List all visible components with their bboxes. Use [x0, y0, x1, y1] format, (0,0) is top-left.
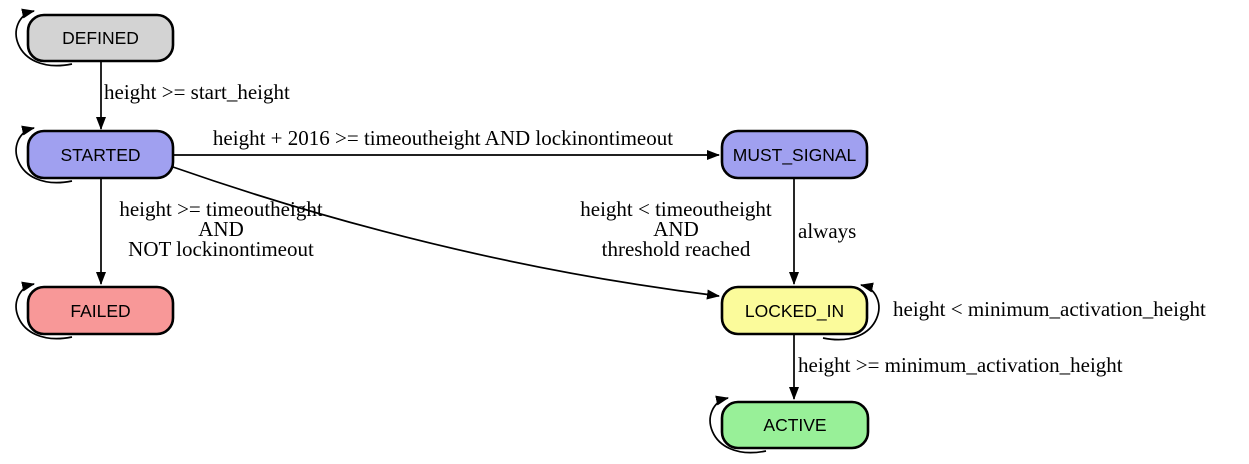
edge-label-started-to-failed-line1: height >= timeoutheight [119, 197, 322, 221]
self-loops [15, 8, 880, 454]
state-node-failed: FAILED [26, 285, 175, 336]
state-node-defined: DEFINED [26, 13, 175, 63]
state-node-active: ACTIVE [720, 400, 870, 450]
self-loop-started [15, 125, 73, 184]
state-must-signal-box [720, 129, 869, 180]
edge-label-started-to-must-signal: height + 2016 >= timeoutheight AND locki… [213, 126, 673, 150]
state-node-started: STARTED [26, 129, 175, 180]
self-loop-failed [15, 281, 73, 340]
state-active-box [720, 400, 870, 450]
state-failed-label: FAILED [70, 301, 130, 321]
edge-label-started-to-failed-line2: AND [198, 217, 244, 241]
state-locked-in-label: LOCKED_IN [745, 301, 844, 322]
nodes: DEFINED STARTED MUST_SIGNAL FAILED LOCKE… [26, 13, 870, 450]
edge-label-started-to-locked-in-line2: AND [653, 217, 699, 241]
state-defined-box [26, 13, 175, 63]
edge-started-to-locked-in [172, 166, 720, 300]
state-node-must-signal: MUST_SIGNAL [720, 129, 869, 180]
edge-label-started-to-locked-in-line3: threshold reached [602, 237, 751, 261]
self-loop-locked-in [822, 282, 880, 341]
state-started-label: STARTED [60, 145, 140, 165]
state-locked-in-box [720, 285, 869, 336]
edge-label-started-to-failed-line3: NOT lockinontimeout [128, 237, 314, 261]
edge-label-defined-to-started: height >= start_height [104, 80, 290, 104]
edge-labels: height >= start_height height + 2016 >= … [104, 80, 1206, 377]
edges [96, 61, 799, 400]
state-started-box [26, 129, 175, 180]
state-defined-label: DEFINED [62, 28, 139, 48]
state-must-signal-label: MUST_SIGNAL [733, 145, 857, 166]
edge-label-must-signal-to-locked-in: always [798, 219, 856, 243]
edge-label-locked-in-to-active: height >= minimum_activation_height [798, 353, 1123, 377]
edge-label-locked-in-self-loop: height < minimum_activation_height [893, 297, 1206, 321]
edge-label-started-to-locked-in-line1: height < timeoutheight [580, 197, 772, 221]
state-node-locked-in: LOCKED_IN [720, 285, 869, 336]
state-active-label: ACTIVE [763, 415, 826, 435]
state-failed-box [26, 285, 175, 336]
self-loop-defined [15, 8, 73, 67]
self-loop-active [709, 395, 767, 454]
